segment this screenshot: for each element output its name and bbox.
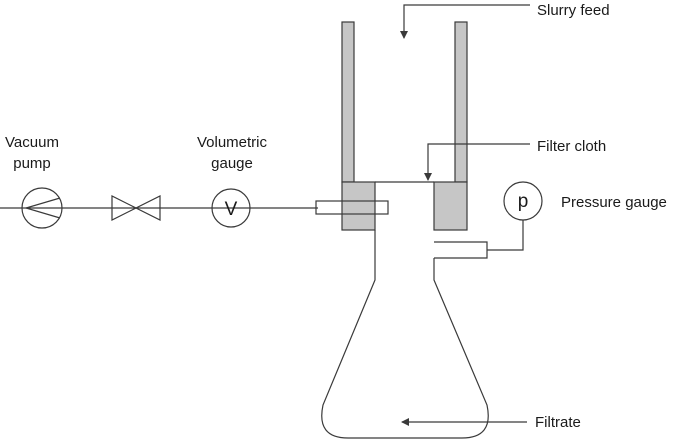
vacuum-pump-label-line1: Vacuum (5, 134, 59, 151)
pressure-gauge-label: Pressure gauge (561, 194, 667, 211)
pressure-line (487, 220, 524, 251)
valve-symbol (111, 195, 161, 221)
vacuum-pump-label-line2: pump (13, 155, 51, 172)
volumetric-gauge-label-line2: gauge (211, 155, 253, 172)
slurry-feed-arrow (400, 4, 530, 39)
volumetric-gauge-label-line1: Volumetric (197, 134, 268, 151)
filter-cloth-arrow (424, 143, 530, 181)
pressure-gauge-letter: p (518, 191, 529, 212)
pressure-tap-tube (434, 241, 488, 259)
vacuum-pump-symbol (21, 187, 63, 229)
filtrate-flask (321, 230, 489, 439)
filter-cylinder (341, 21, 468, 231)
volumetric-gauge-letter: V (225, 199, 238, 220)
filtrate-label: Filtrate (535, 414, 581, 431)
cylinder-wall-right (454, 21, 468, 183)
filter-base-left (341, 181, 376, 231)
slurry-feed-label: Slurry feed (537, 2, 610, 19)
cylinder-wall-left (341, 21, 355, 183)
flask-side-port (315, 200, 389, 215)
filter-base-right (433, 181, 468, 231)
pressure-gauge-symbol: p (503, 181, 543, 221)
volumetric-gauge-symbol: V (211, 188, 251, 228)
filter-cloth-label: Filter cloth (537, 138, 606, 155)
